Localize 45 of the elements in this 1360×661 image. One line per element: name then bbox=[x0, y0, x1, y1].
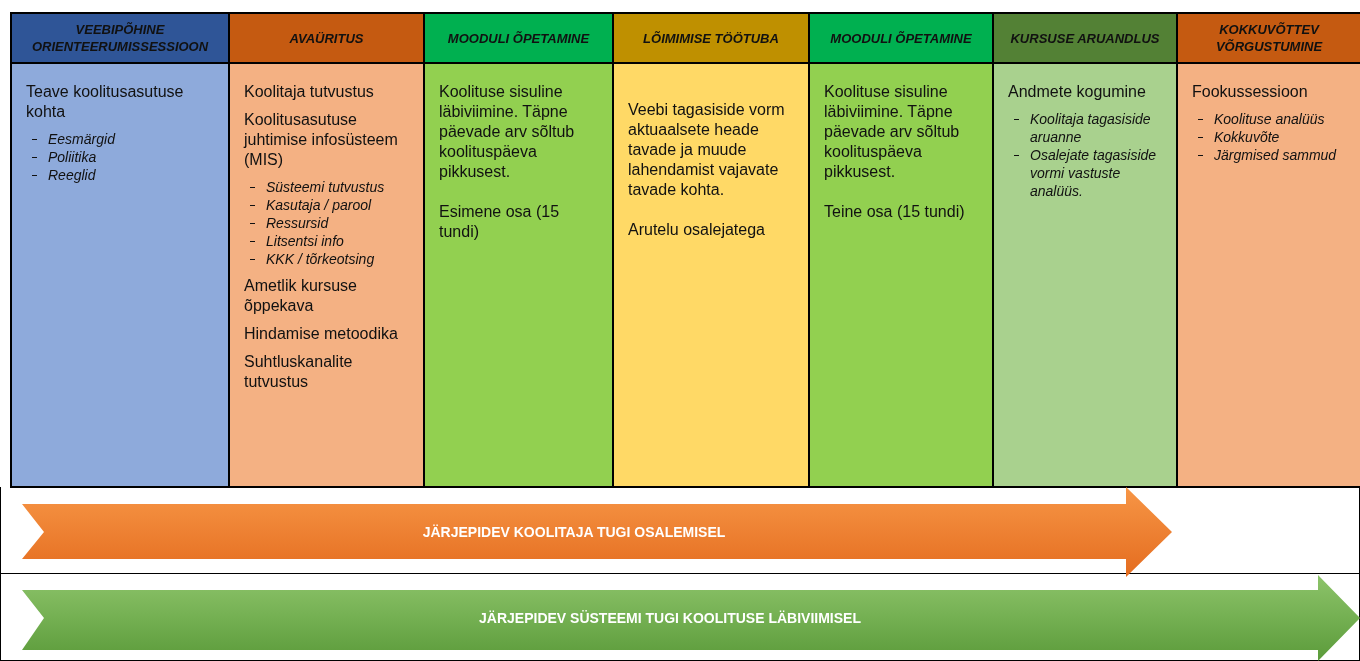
body-text: Koolitaja tutvustus bbox=[244, 82, 375, 102]
banner-text: JÄRJEPIDEV KOOLITAJA TUGI OSALEMISEL bbox=[421, 524, 727, 540]
list-item: Järgmised sammud bbox=[1192, 146, 1350, 164]
arrow-banner bbox=[22, 575, 1360, 661]
list-item: Reeglid bbox=[26, 166, 218, 184]
column-panel bbox=[612, 64, 810, 488]
column-header: AVAÜRITUS bbox=[228, 12, 425, 64]
body-text: Koolitusasutuse juhtimise infosüsteem (MIS) bbox=[244, 110, 399, 170]
list-item: Kasutaja / parool bbox=[244, 196, 413, 214]
list-item: Poliitika bbox=[26, 148, 218, 166]
body-text: Veebi tagasiside vorm aktuaalsete heade tavade ja muude lahendamist vajavate tavade kohta. bbox=[628, 100, 786, 200]
column-panel bbox=[1176, 64, 1360, 488]
column-panel bbox=[228, 64, 425, 488]
list-item: Süsteemi tutvustus bbox=[244, 178, 413, 196]
column-header: LÕIMIMISE TÖÖTUBA bbox=[612, 12, 810, 64]
body-text: Koolituse sisuline läbiviimine. Täpne päevade arv sõltub koolituspäeva pikkusest. bbox=[824, 82, 961, 182]
list-item: Litsentsi info bbox=[244, 232, 413, 250]
column-header: KOKKUVÕTTEV VÕRGUSTUMINE bbox=[1176, 12, 1360, 64]
body-text: Teine osa (15 tundi) bbox=[824, 202, 966, 222]
list-item: Ressursid bbox=[244, 214, 413, 232]
column-header: MOODULI ÕPETAMINE bbox=[423, 12, 614, 64]
column-header: MOODULI ÕPETAMINE bbox=[808, 12, 994, 64]
body-text: Arutelu osalejatega bbox=[628, 220, 766, 240]
list-item: Koolituse analüüs bbox=[1192, 110, 1350, 128]
arrow-banner bbox=[22, 487, 1172, 577]
list-item: KKK / tõrkeotsing bbox=[244, 250, 413, 268]
list-item: Osalejate tagasiside vormi vastuste analüüs. bbox=[1008, 146, 1166, 200]
column-panel bbox=[808, 64, 994, 488]
body-text: Fookussessioon bbox=[1192, 82, 1309, 102]
column-header: KURSUSE ARUANDLUS bbox=[992, 12, 1178, 64]
body-text: Koolituse sisuline läbiviimine. Täpne päevade arv sõltub koolituspäeva pikkusest. bbox=[439, 82, 576, 182]
banner-text: JÄRJEPIDEV SÜSTEEMI TUGI KOOLITUSE LÄBIVIIMISEL bbox=[478, 610, 862, 626]
column-header: VEEBIPÕHINE ORIENTEERUMISSESSIOON bbox=[10, 12, 230, 64]
body-text: Andmete kogumine bbox=[1008, 82, 1147, 102]
body-text: Teave koolitusasutuse kohta bbox=[26, 82, 185, 122]
body-text: Esimene osa (15 tundi) bbox=[439, 202, 561, 242]
list-item: Kokkuvõte bbox=[1192, 128, 1350, 146]
column-panel bbox=[992, 64, 1178, 488]
body-text: Ametlik kursuse õppekava bbox=[244, 276, 358, 316]
column-panel bbox=[423, 64, 614, 488]
list-item: Koolitaja tagasiside aruanne bbox=[1008, 110, 1166, 146]
column-panel bbox=[10, 64, 230, 488]
body-text: Suhtluskanalite tutvustus bbox=[244, 352, 354, 392]
body-text: Hindamise metoodika bbox=[244, 324, 399, 344]
list-item: Eesmärgid bbox=[26, 130, 218, 148]
